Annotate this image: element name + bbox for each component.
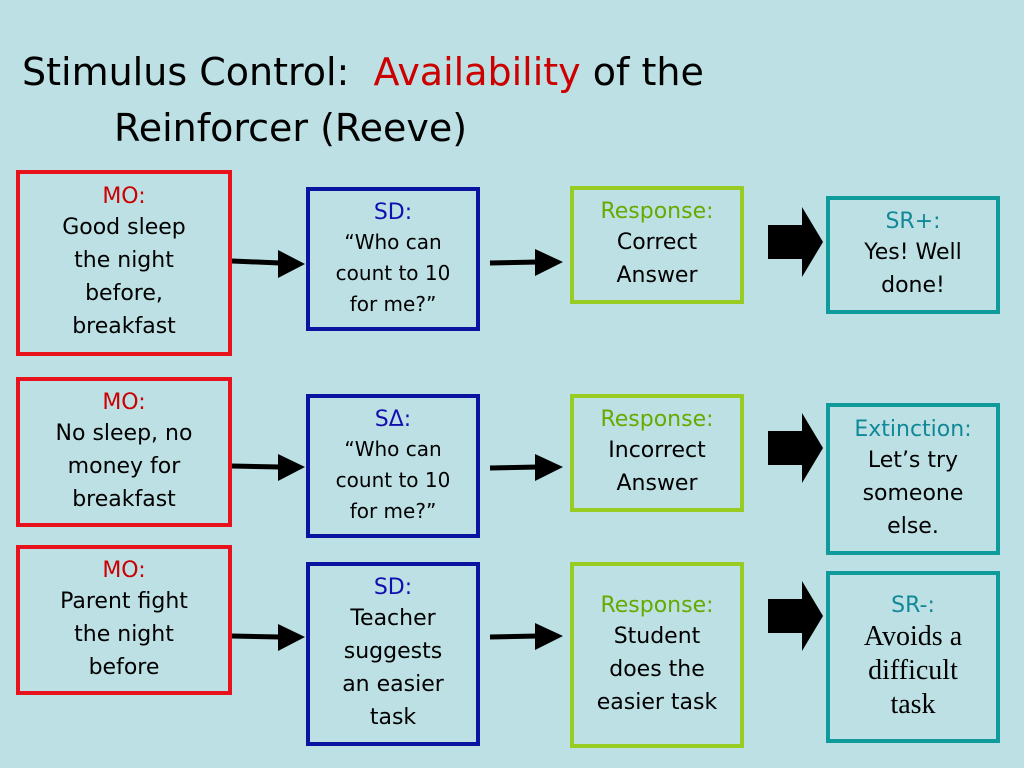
- response-text-line: Answer: [616, 471, 698, 496]
- sd-text-line: for me?”: [349, 498, 437, 523]
- title-line-2: Reinforcer (Reeve): [114, 106, 468, 150]
- consequence-label: Extinction:: [854, 416, 972, 442]
- response-text-line: Correct: [616, 230, 698, 255]
- sd-text-line: suggests: [343, 639, 443, 664]
- response-box-row-3: Response: Student does the easier task: [570, 562, 744, 748]
- block-arrow-response-to-consequence-row-1: [768, 207, 823, 277]
- mo-text-line: the night: [74, 621, 174, 647]
- sd-text-line: Teacher: [350, 606, 436, 631]
- mo-text-line: before,: [85, 281, 163, 306]
- mo-text-line: Parent fight: [60, 588, 188, 614]
- consequence-box-row-1: SR+: Yes! Well done!: [826, 196, 1000, 314]
- response-text-line: Answer: [616, 263, 698, 288]
- consequence-label: SR+:: [885, 209, 941, 234]
- consequence-box-row-2: Extinction: Let’s try someone else.: [826, 403, 1000, 555]
- consequence-text-line: Avoids a: [863, 621, 963, 652]
- sd-text-line: “Who can: [344, 436, 442, 461]
- response-text-line: does the: [609, 656, 705, 682]
- title-line-1: Stimulus Control: Availability of the: [22, 44, 982, 100]
- response-label: Response:: [600, 592, 714, 618]
- mo-text-line: No sleep, no: [55, 420, 193, 446]
- sd-text-line: task: [369, 705, 417, 730]
- response-label: Response:: [600, 199, 714, 224]
- consequence-text-line: task: [890, 689, 936, 720]
- mo-box-row-3: MO: Parent fight the night before: [16, 545, 232, 695]
- consequence-text-line: else.: [887, 513, 939, 539]
- arrow-sd-to-response-row-2: [489, 454, 563, 481]
- consequence-text-line: someone: [862, 480, 964, 506]
- arrow-mo-to-sd-row-2: [231, 454, 305, 481]
- title-part-2: of the: [592, 50, 704, 94]
- sd-label: SD:: [373, 199, 413, 225]
- mo-box-row-2: MO: No sleep, no money for breakfast: [16, 377, 232, 527]
- arrow-mo-to-sd-row-1: [231, 250, 305, 278]
- mo-text-line: the night: [74, 248, 174, 273]
- arrow-sd-to-response-row-3: [489, 623, 563, 650]
- sd-box-row-2: SΔ: “Who can count to 10 for me?”: [306, 394, 480, 538]
- mo-label: MO:: [102, 184, 146, 209]
- arrow-sd-to-response-row-1: [489, 249, 563, 276]
- block-arrow-response-to-consequence-row-2: [768, 413, 823, 483]
- s-delta-label: SΔ:: [374, 406, 412, 432]
- consequence-label: SR-:: [891, 593, 935, 618]
- sd-box-row-1: SD: “Who can count to 10 for me?”: [306, 187, 480, 331]
- sd-label: SD:: [373, 575, 413, 600]
- mo-text-line: money for: [67, 453, 181, 479]
- consequence-text-line: Let’s try: [867, 447, 959, 473]
- consequence-text-line: difficult: [868, 655, 958, 686]
- title-part-1: Stimulus Control:: [22, 50, 350, 94]
- response-text-line: Incorrect: [608, 438, 706, 463]
- response-text-line: easier task: [596, 689, 718, 715]
- sd-box-row-3: SD: Teacher suggests an easier task: [306, 562, 480, 746]
- sd-text-line: an easier: [342, 672, 444, 697]
- mo-text-line: breakfast: [72, 314, 176, 339]
- sd-text-line: count to 10: [335, 260, 451, 285]
- mo-label: MO:: [102, 557, 146, 583]
- response-box-row-2: Response: Incorrect Answer: [570, 394, 744, 512]
- mo-text-line: Good sleep: [62, 215, 186, 240]
- consequence-box-row-3: SR-: Avoids a difficult task: [826, 571, 1000, 743]
- mo-label: MO:: [102, 389, 146, 415]
- sd-text-line: for me?”: [349, 291, 437, 316]
- response-label: Response:: [600, 407, 714, 432]
- block-arrow-response-to-consequence-row-3: [768, 581, 823, 651]
- consequence-text-line: Yes! Well: [864, 240, 962, 265]
- mo-box-row-1: MO: Good sleep the night before, breakfa…: [16, 170, 232, 356]
- mo-text-line: breakfast: [72, 486, 176, 512]
- sd-text-line: “Who can: [344, 229, 442, 254]
- response-box-row-1: Response: Correct Answer: [570, 186, 744, 304]
- sd-text-line: count to 10: [335, 467, 451, 492]
- consequence-text-line: done!: [881, 273, 945, 298]
- arrow-mo-to-sd-row-3: [231, 624, 305, 651]
- mo-text-line: before: [88, 654, 160, 680]
- response-text-line: Student: [613, 623, 701, 649]
- title-highlight: Availability: [373, 50, 581, 94]
- slide-title: Stimulus Control: Availability of the Re…: [22, 44, 982, 156]
